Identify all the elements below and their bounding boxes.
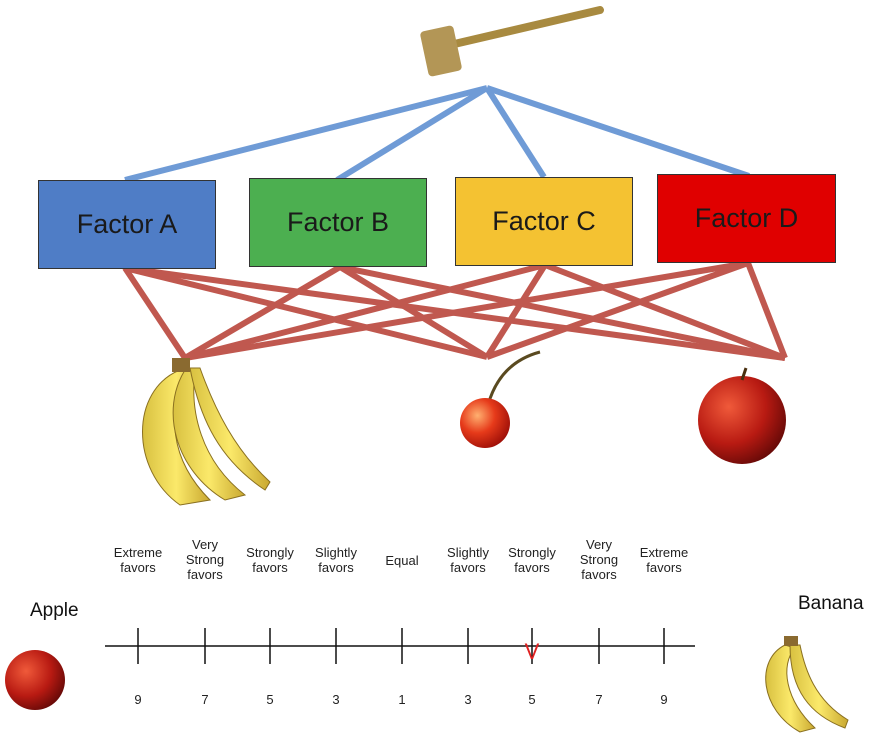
alternative-link <box>184 262 546 361</box>
factor-d-box: Factor D <box>657 174 836 263</box>
scale-label: Equal <box>385 553 419 568</box>
scale-number: 5 <box>528 692 536 707</box>
apple-small-icon <box>5 650 65 710</box>
goal-link <box>335 85 489 183</box>
preference-scale <box>105 628 695 664</box>
goal-link <box>486 85 750 179</box>
banana-small-icon <box>765 636 849 733</box>
scale-number: 7 <box>595 692 603 707</box>
alternative-link <box>183 264 342 361</box>
alternative-link <box>543 262 787 361</box>
factor-b-box: Factor B <box>249 178 427 267</box>
factor-c-box: Factor C <box>455 177 633 266</box>
scale-number: 5 <box>266 692 274 707</box>
goal-links <box>124 85 750 183</box>
factor-a-box: Factor A <box>38 180 216 269</box>
scale-label: Extreme favors <box>639 545 689 575</box>
goal-link <box>484 86 547 179</box>
goal-link <box>124 85 488 183</box>
scale-label: Very Strong favors <box>579 537 619 582</box>
scale-label: Very Strong favors <box>185 537 225 582</box>
apple-icon <box>698 367 786 464</box>
scale-number: 3 <box>332 692 340 707</box>
alternative-link <box>184 260 749 361</box>
gavel-icon <box>420 6 604 77</box>
scale-number: 9 <box>660 692 668 707</box>
alternative-link <box>745 261 788 360</box>
alternative-link <box>485 260 750 360</box>
scale-label: Extreme favors <box>113 545 163 575</box>
alternative-link <box>338 264 489 360</box>
scale-label: Slightly favors <box>315 545 357 575</box>
banana-icon <box>142 358 271 506</box>
scale-number: 7 <box>201 692 209 707</box>
scale-label: Strongly favors <box>246 545 294 575</box>
cherry-icon <box>460 350 541 448</box>
scale-number: 3 <box>464 692 472 707</box>
scale-number: 9 <box>134 692 142 707</box>
scale-number: 1 <box>398 692 406 707</box>
alternative-links <box>122 260 788 361</box>
left-alternative-label: Apple <box>30 600 79 621</box>
alternative-link <box>122 266 188 360</box>
scale-label: Strongly favors <box>508 545 556 575</box>
alternative-link <box>124 265 488 360</box>
scale-label: Slightly favors <box>447 545 489 575</box>
selected-marker: V <box>525 639 540 664</box>
alternative-link <box>484 263 548 359</box>
alternative-link <box>339 264 786 361</box>
right-alternative-label: Banana <box>798 593 864 614</box>
